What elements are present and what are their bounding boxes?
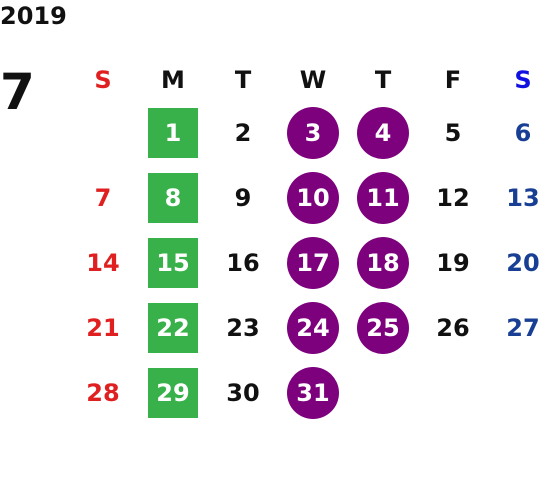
day-23[interactable]: 23 <box>226 313 260 342</box>
day-21[interactable]: 21 <box>86 313 120 342</box>
day-31[interactable]: 31 <box>287 366 339 419</box>
day-30[interactable]: 30 <box>226 378 260 407</box>
day-13[interactable]: 13 <box>506 183 540 212</box>
day-1[interactable]: 1 <box>148 107 198 158</box>
day-7[interactable]: 7 <box>94 183 112 212</box>
day-18[interactable]: 18 <box>357 236 409 289</box>
day-14[interactable]: 14 <box>86 248 120 277</box>
weekday-thu: T <box>374 66 392 94</box>
day-25[interactable]: 25 <box>357 301 409 354</box>
calendar-month: 7 <box>0 63 35 121</box>
day-24[interactable]: 24 <box>287 301 339 354</box>
day-11[interactable]: 11 <box>357 171 409 224</box>
day-empty <box>78 108 128 158</box>
day-12[interactable]: 12 <box>436 183 470 212</box>
day-20[interactable]: 20 <box>506 248 540 277</box>
day-8[interactable]: 8 <box>148 172 198 223</box>
weekday-mon: M <box>161 66 185 94</box>
day-10[interactable]: 10 <box>287 171 339 224</box>
day-4[interactable]: 4 <box>357 106 409 159</box>
day-19[interactable]: 19 <box>436 248 470 277</box>
day-17[interactable]: 17 <box>287 236 339 289</box>
weekday-sat: S <box>514 66 532 94</box>
day-29[interactable]: 29 <box>148 367 198 418</box>
weekday-wed: W <box>299 66 327 94</box>
day-15[interactable]: 15 <box>148 237 198 288</box>
day-6[interactable]: 6 <box>514 118 532 147</box>
day-16[interactable]: 16 <box>226 248 260 277</box>
day-9[interactable]: 9 <box>234 183 252 212</box>
weekday-fri: F <box>444 66 462 94</box>
day-26[interactable]: 26 <box>436 313 470 342</box>
calendar-year: 2019 <box>0 2 67 30</box>
day-3[interactable]: 3 <box>287 106 339 159</box>
day-empty <box>428 368 478 418</box>
calendar-grid: S M T W T F S 1 2 3 4 5 6 7 8 9 10 11 12… <box>68 60 548 425</box>
day-5[interactable]: 5 <box>444 118 462 147</box>
day-28[interactable]: 28 <box>86 378 120 407</box>
day-27[interactable]: 27 <box>506 313 540 342</box>
day-empty <box>358 368 408 418</box>
day-22[interactable]: 22 <box>148 302 198 353</box>
day-2[interactable]: 2 <box>234 118 252 147</box>
weekday-tue: T <box>234 66 252 94</box>
day-empty <box>498 368 548 418</box>
weekday-sun: S <box>94 66 112 94</box>
